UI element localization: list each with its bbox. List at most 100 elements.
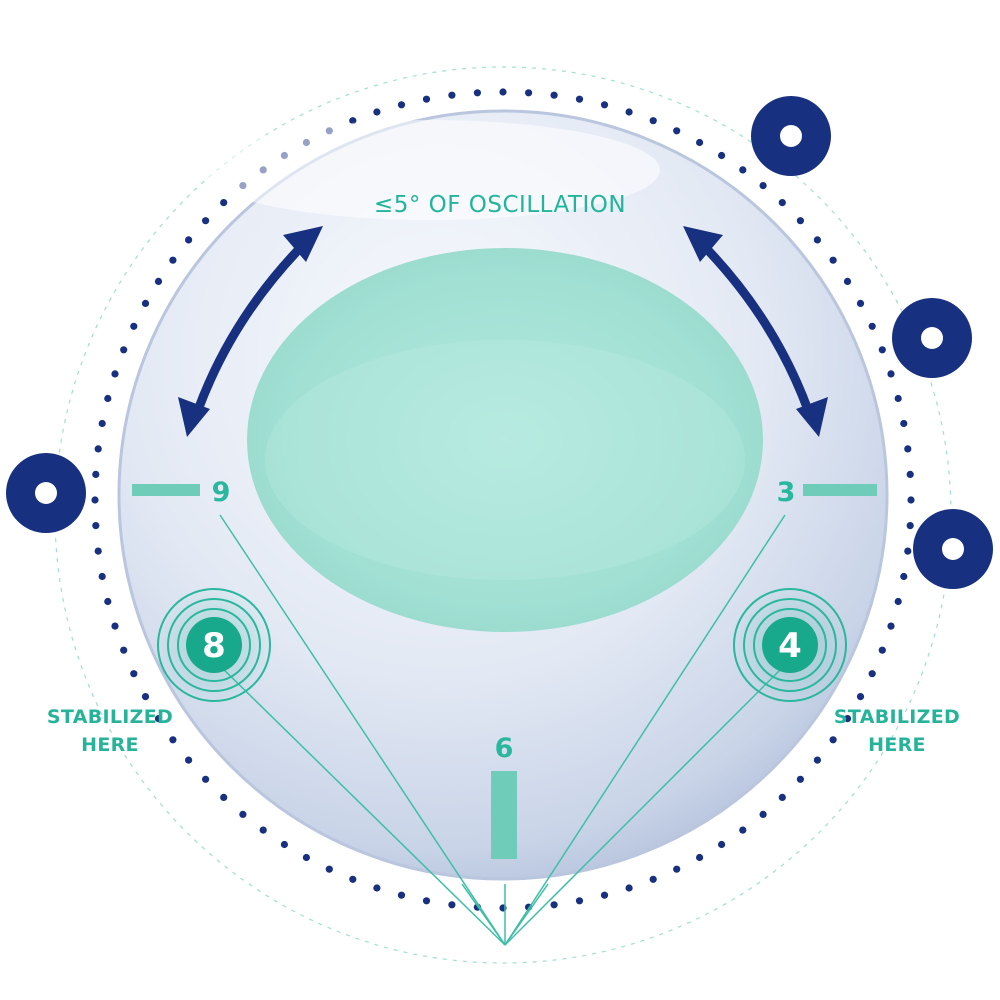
ring-icon (6, 453, 86, 533)
ring-dot (813, 236, 822, 244)
ring-dot (349, 117, 357, 125)
ring-dot (894, 394, 902, 403)
ring-dot (448, 91, 456, 99)
stabilized-label-left-line2: HERE (81, 734, 139, 756)
ring-dot (154, 715, 163, 723)
ring-dot (878, 646, 886, 654)
marker-6-label: 6 (495, 733, 514, 764)
ring-dot (202, 775, 210, 783)
ring-dot (575, 95, 584, 103)
ring-dot (904, 547, 912, 555)
ring-dot (856, 299, 865, 307)
ring-dot (98, 419, 106, 428)
ring-dot (448, 901, 456, 909)
ring-dot (325, 865, 333, 873)
ring-dot (625, 108, 633, 116)
ring-dot (302, 853, 310, 862)
ring-dot (169, 736, 177, 744)
badge-4-number: 4 (778, 626, 802, 666)
ring-dot (130, 670, 138, 678)
marker-9-label: 9 (212, 477, 231, 508)
oscillation-label: ≤5° OF OSCILLATION (374, 192, 626, 218)
ring-dot (696, 138, 704, 147)
stabilization-badge-8: 8 (154, 585, 274, 705)
ring-dot (92, 470, 100, 478)
ring-dot (550, 91, 558, 99)
ring-dot (894, 597, 902, 606)
ring-dot (94, 547, 102, 555)
ring-dot (185, 756, 193, 764)
ring-dot (120, 346, 128, 354)
ring-dot (575, 897, 584, 905)
optic-zone (247, 248, 763, 632)
ring-dot (887, 370, 895, 378)
ring-dot (829, 256, 837, 264)
dotted-ring (91, 88, 915, 912)
optic-zone-sheen (265, 340, 745, 580)
marker-3-label: 3 (777, 477, 796, 508)
ring-dot (906, 522, 914, 530)
ring-dot (525, 89, 533, 97)
ring-dot (280, 840, 288, 849)
stabilized-label-right-line2: HERE (868, 734, 926, 756)
ring-dot (185, 236, 193, 244)
ring-dot (104, 394, 112, 403)
marker-6-bar (491, 771, 517, 859)
ring-dot (154, 277, 163, 285)
ring-dot (759, 182, 767, 190)
ring-dot (373, 108, 381, 116)
ring-dot (718, 840, 726, 849)
ring-dot (900, 572, 908, 581)
ring-dot (98, 572, 106, 581)
rotation-arrow-left-icon (178, 226, 323, 437)
ring-dot (906, 470, 914, 478)
ring-icon (892, 298, 972, 378)
ring-dot (92, 522, 100, 530)
ring-dot (422, 897, 431, 905)
stabilization-guide-lines (213, 514, 791, 946)
ring-dot (422, 95, 431, 103)
stabilized-label-left-line1: STABILIZED (47, 706, 173, 728)
stabilization-badge-4: 4 (730, 585, 850, 705)
ring-dot (673, 865, 681, 873)
ring-dot (649, 117, 657, 125)
ring-dot (120, 646, 128, 654)
ring-dot (843, 715, 852, 723)
lens-highlight (200, 120, 660, 220)
marker-3-bar (803, 484, 877, 496)
ring-dot (796, 217, 805, 225)
stabilized-label-right-line1: STABILIZED (834, 706, 960, 728)
ring-dot (759, 810, 767, 819)
ring-dot (94, 445, 102, 453)
ring-dot (202, 217, 210, 225)
ring-dot (141, 299, 150, 307)
ring-dot (673, 127, 681, 135)
ring-dot (625, 884, 633, 892)
ring-dot (130, 322, 138, 330)
ring-dot (649, 875, 657, 883)
ring-dot (397, 891, 406, 899)
ring-dot (868, 322, 876, 330)
ring-dot (778, 793, 786, 802)
ring-dot (473, 89, 481, 97)
ring-dot (904, 445, 912, 453)
ring-dot (373, 884, 381, 892)
marker-9-bar (132, 484, 200, 496)
ring-dot (220, 199, 228, 207)
ring-dot (239, 810, 247, 819)
ring-dot (829, 736, 837, 744)
ring-dot (796, 775, 805, 783)
ring-dot (878, 346, 886, 354)
ring-dot (907, 496, 915, 504)
ring-dot (141, 693, 150, 701)
ring-dot (696, 853, 704, 862)
ring-dot (259, 826, 267, 834)
ring-dot (499, 88, 507, 96)
ring-dot (900, 419, 908, 428)
ring-icon (751, 96, 831, 176)
ring-icon (913, 509, 993, 589)
ring-dot (397, 101, 406, 109)
ring-dot (843, 277, 852, 285)
ring-dot (349, 875, 357, 883)
